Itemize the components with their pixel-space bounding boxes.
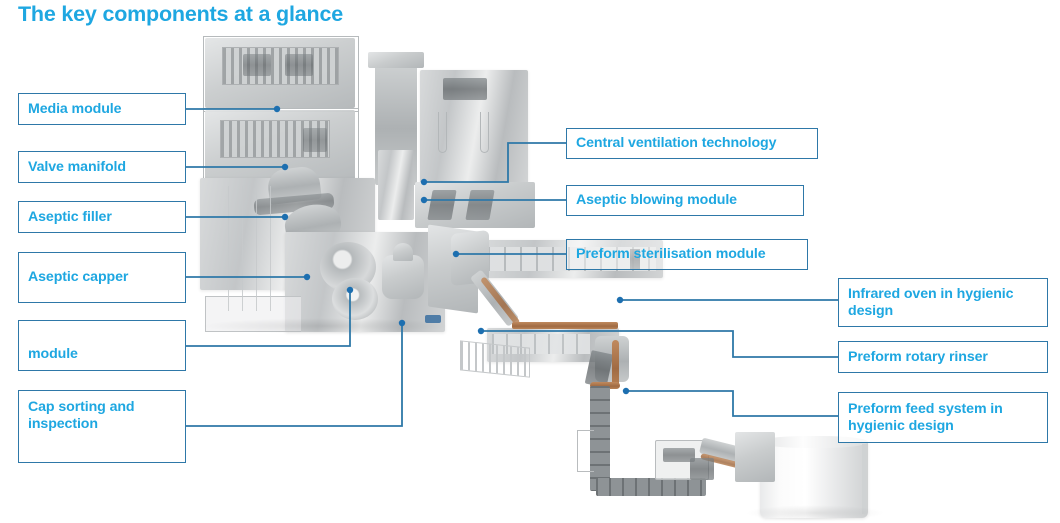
callout-valve-manifold[interactable]: Valve manifold — [18, 151, 186, 183]
media-module-panel-2 — [285, 54, 313, 76]
preform-bulk-silo — [760, 440, 868, 518]
preform-feed-vertical-conveyor — [590, 386, 610, 491]
callout-central-ventilation-label: Central ventilation technology — [576, 135, 777, 151]
callout-preform-feed[interactable]: Preform feed system in hygienic design — [838, 392, 1048, 443]
callout-preform-feed-label-line1: Preform feed system in — [848, 400, 1003, 417]
rinser-copper-elbow — [590, 382, 620, 389]
preform-feed-horizontal-conveyor — [596, 478, 706, 496]
feed-conveyor-rail — [577, 430, 594, 472]
ground-shadow-silo — [745, 505, 885, 521]
oven-copper-pipe — [512, 322, 618, 329]
conveyor-copper-rail — [480, 276, 521, 326]
callout-valve-manifold-label: Valve manifold — [28, 158, 126, 175]
callout-cap-sorting-label-line1: Cap sorting and — [28, 399, 135, 415]
cap-chute — [393, 243, 413, 261]
machine-foot — [425, 315, 441, 323]
callout-media-module-label: Media module — [28, 100, 122, 117]
callout-aseptic-capper[interactable]: Aseptic capper — [18, 252, 186, 303]
callout-cap-sorting-label-line2: inspection — [28, 416, 98, 432]
ground-shadow-main — [200, 318, 450, 334]
silo-side-rail — [862, 444, 866, 514]
callout-media-module[interactable]: Media module — [18, 93, 186, 125]
blowing-handle-right — [480, 112, 489, 153]
media-module-internals — [222, 47, 339, 85]
filler-support-legs — [215, 186, 275, 311]
callout-cap-sorting[interactable]: Cap sorting and inspection — [18, 390, 186, 463]
sterilisation-control-strip — [630, 249, 640, 269]
cap-sorting-unit — [382, 255, 424, 299]
callout-aseptic-capper-label: Aseptic capper — [28, 269, 129, 285]
callout-central-ventilation[interactable]: Central ventilation technology — [566, 128, 818, 159]
page-title: The key components at a glance — [18, 2, 343, 26]
ventilation-duct-top — [368, 52, 424, 68]
callout-infrared-oven[interactable]: Infrared oven in hygienic design — [838, 278, 1048, 327]
callout-aseptic-blowing[interactable]: Aseptic blowing module — [566, 185, 804, 216]
preform-hopper-mouth — [663, 448, 695, 462]
sterilisation-module-cells — [488, 247, 656, 271]
callout-module-label-line2: module — [28, 346, 78, 362]
callout-aseptic-blowing-label: Aseptic blowing module — [576, 192, 737, 208]
oven-ladder-guard — [460, 340, 530, 378]
ventilation-lower-duct — [378, 150, 414, 220]
callout-preform-sterilisation[interactable]: Preform sterilisation module — [566, 239, 808, 270]
callout-aseptic-filler-label: Aseptic filler — [28, 208, 112, 225]
callout-module[interactable]: module — [18, 320, 186, 371]
blowing-air-inlet — [443, 78, 487, 100]
callout-infrared-oven-label-line1: Infrared oven in hygienic — [848, 285, 1014, 302]
media-module-panel — [243, 54, 271, 76]
blowing-handle-left — [438, 112, 447, 153]
callout-rotary-rinser[interactable]: Preform rotary rinser — [838, 341, 1048, 373]
callout-infrared-oven-label-line2: design — [848, 302, 894, 319]
rinser-copper-bend — [612, 340, 619, 388]
callout-preform-sterilisation-label: Preform sterilisation module — [576, 246, 766, 262]
elevator-motor — [690, 458, 714, 480]
capper-wheel — [332, 278, 378, 320]
callout-preform-feed-label-line2: hygienic design — [848, 417, 954, 434]
silo-feed-bridge — [735, 432, 775, 482]
valve-manifold-box — [303, 128, 327, 152]
callout-rotary-rinser-label: Preform rotary rinser — [848, 348, 988, 365]
callout-aseptic-filler[interactable]: Aseptic filler — [18, 201, 186, 233]
